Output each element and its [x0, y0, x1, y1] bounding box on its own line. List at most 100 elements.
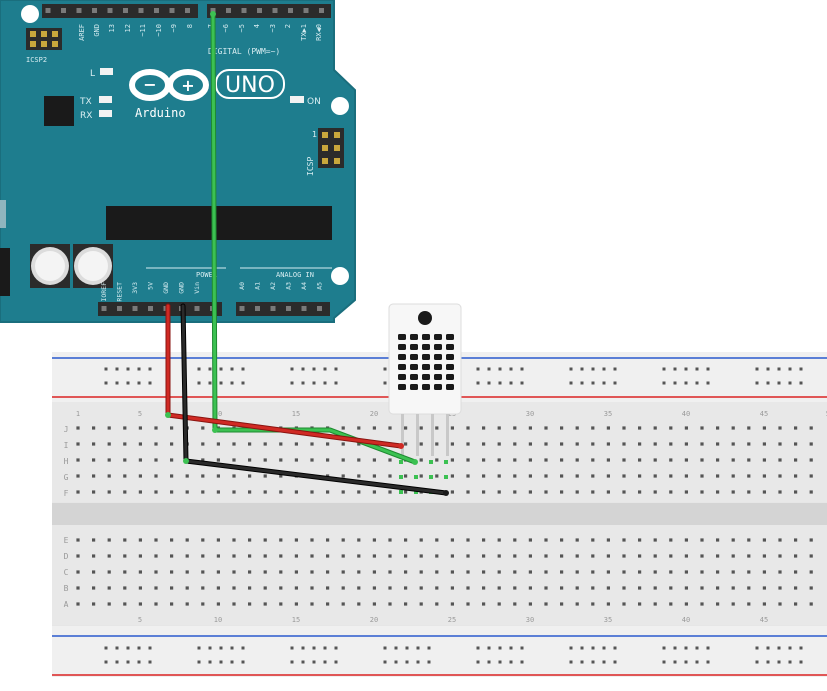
rail-hole — [684, 381, 688, 385]
breadboard-hole — [154, 426, 158, 430]
breadboard-hole — [809, 458, 813, 462]
rail-hole — [755, 660, 759, 664]
breadboard-hole — [263, 474, 267, 478]
breadboard-hole — [92, 538, 96, 542]
rail-hole — [323, 660, 327, 664]
breadboard-hole — [513, 586, 517, 590]
breadboard-hole — [747, 538, 751, 542]
breadboard-hole — [201, 442, 205, 446]
breadboard-hole — [669, 554, 673, 558]
top-pin-label: 12 — [124, 24, 132, 32]
rail-hole — [613, 367, 617, 371]
row-letter-c: C — [64, 568, 69, 577]
breadboard-hole — [591, 538, 595, 542]
breadboard-hole — [747, 586, 751, 590]
breadboard-hole — [731, 474, 735, 478]
breadboard-hole — [216, 458, 220, 462]
grille-slot — [446, 364, 454, 370]
col-num-30: 30 — [526, 410, 534, 418]
rail-hole — [509, 381, 513, 385]
mounting-hole — [331, 267, 349, 285]
breadboard-hole — [170, 570, 174, 574]
top-pin-label: TX▶1 — [300, 24, 308, 41]
header-pin — [288, 8, 293, 13]
top-header-left — [42, 4, 198, 18]
breadboard-hole — [419, 570, 423, 574]
breadboard-hole — [372, 426, 376, 430]
breadboard-hole — [404, 490, 408, 494]
rail-hole — [591, 660, 595, 664]
bottom-header-left — [98, 302, 222, 316]
breadboard-hole — [123, 538, 127, 542]
col-num-30-bottom: 30 — [526, 616, 534, 624]
breadboard-hole — [310, 570, 314, 574]
breadboard-hole — [482, 474, 486, 478]
row-letter-i: I — [64, 441, 69, 450]
connected-hole — [429, 460, 433, 464]
breadboard-hole — [232, 554, 236, 558]
breadboard-hole — [326, 442, 330, 446]
rail-hole — [766, 367, 770, 371]
breadboard-hole — [762, 474, 766, 478]
rail-hole — [777, 646, 781, 650]
breadboard-hole — [513, 602, 517, 606]
breadboard-hole — [388, 570, 392, 574]
led-l — [100, 68, 113, 75]
rail-hole — [569, 367, 573, 371]
breadboard-hole — [544, 586, 548, 590]
board-pcb — [0, 0, 356, 323]
header-pin — [226, 8, 231, 13]
col-num-10: 10 — [214, 410, 222, 418]
breadboard-hole — [154, 570, 158, 574]
breadboard-hole — [326, 570, 330, 574]
grille-slot — [410, 334, 418, 340]
breadboard-hole — [560, 602, 564, 606]
breadboard-hole — [435, 426, 439, 430]
grille-slot — [434, 334, 442, 340]
connected-hole — [414, 490, 418, 494]
connected-hole — [399, 460, 403, 464]
rail-hole — [487, 646, 491, 650]
col-num-20-bottom: 20 — [370, 616, 378, 624]
rail-hole — [777, 660, 781, 664]
breadboard-hole — [154, 538, 158, 542]
rail-hole — [323, 646, 327, 650]
rail-hole — [137, 367, 141, 371]
rail-hole — [104, 646, 108, 650]
breadboard-hole — [216, 570, 220, 574]
rail-hole — [695, 367, 699, 371]
breadboard-hole — [684, 554, 688, 558]
breadboard-hole — [170, 538, 174, 542]
header-pin — [117, 306, 122, 311]
left-connector-pins — [0, 200, 6, 228]
breadboard-hole — [170, 490, 174, 494]
grille-slot — [410, 354, 418, 360]
col-num-40: 40 — [682, 410, 690, 418]
grille-slot — [398, 354, 406, 360]
breadboard-hole — [497, 586, 501, 590]
breadboard-hole — [638, 474, 642, 478]
breadboard-hole — [528, 490, 532, 494]
breadboard-hole — [357, 474, 361, 478]
breadboard-hole — [794, 458, 798, 462]
breadboard-hole — [232, 474, 236, 478]
breadboard-hole — [606, 538, 610, 542]
header-pin — [148, 306, 153, 311]
breadboard-hole — [92, 490, 96, 494]
led-on-label: ON — [307, 97, 321, 107]
breadboard-hole — [170, 554, 174, 558]
breadboard-hole — [638, 538, 642, 542]
top-pin-label: 2 — [284, 24, 292, 28]
breadboard-hole — [747, 570, 751, 574]
rail-hole — [799, 367, 803, 371]
breadboard-hole — [638, 426, 642, 430]
icsp2-pins — [30, 31, 58, 47]
breadboard-hole — [357, 458, 361, 462]
breadboard-hole — [684, 474, 688, 478]
breadboard-hole — [263, 554, 267, 558]
breadboard-hole — [794, 538, 798, 542]
breadboard-hole — [560, 458, 564, 462]
breadboard-hole — [762, 570, 766, 574]
col-num-1-bottom: 5 — [138, 616, 142, 624]
